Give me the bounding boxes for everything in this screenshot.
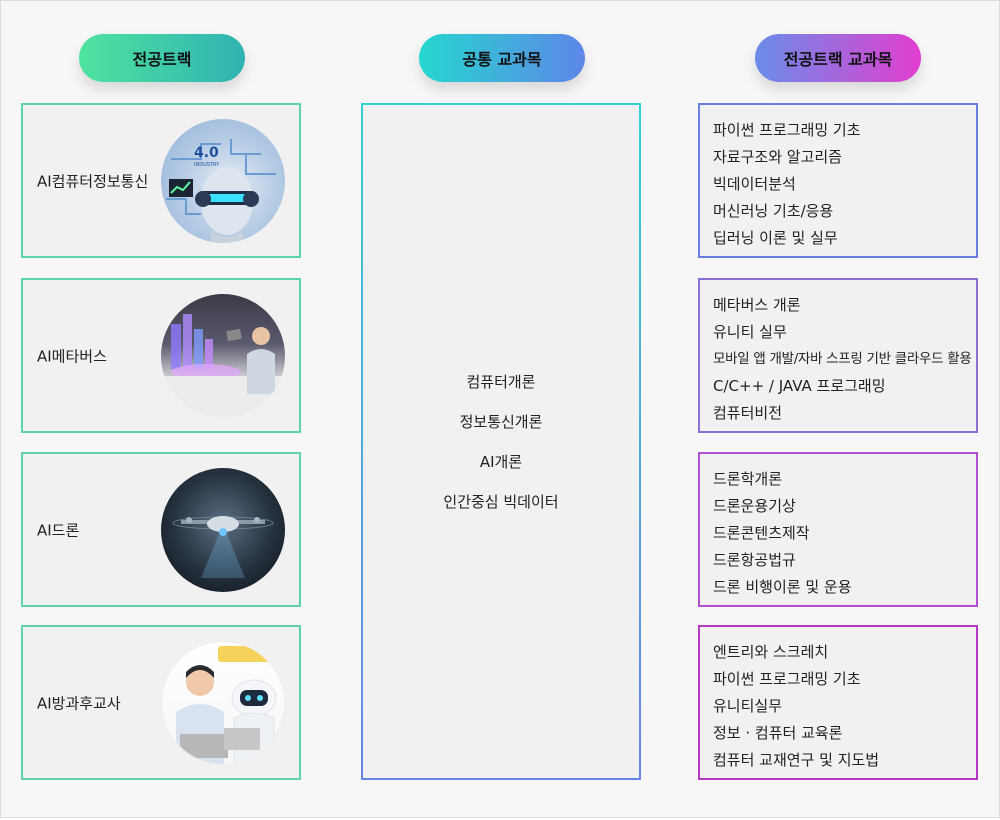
track-courses-list-3: 드론학개론 드론운용기상 드론콘텐츠제작 드론항공법규 드론 비행이론 및 운용: [698, 452, 978, 607]
badge-industry-label: INDUSTRY: [194, 162, 220, 168]
course-item: 유니티실무: [713, 697, 783, 715]
course-item: 컴퓨터비전: [713, 404, 783, 422]
track-label: AI메타버스: [37, 347, 107, 365]
course-item: 드론학개론: [713, 470, 783, 488]
track-label: AI드론: [37, 521, 80, 539]
track-courses-list-2: 메타버스 개론 유니티 실무 모바일 앱 개발/자바 스프링 기반 클라우드 활…: [698, 278, 978, 433]
track-label: AI방과후교사: [37, 694, 121, 712]
track-card-ai-computer: AI컴퓨터정보통신 4.0 INDUSTRY: [21, 103, 301, 258]
track-card-ai-drone: AI드론: [21, 452, 301, 607]
badge-40-label: 4.0: [194, 145, 219, 161]
course-item: 엔트리와 스크레치: [713, 643, 829, 661]
course-item: 유니티 실무: [713, 323, 787, 341]
course-item: 드론 비행이론 및 운용: [713, 578, 852, 596]
course-item: C/C++ / JAVA 프로그래밍: [713, 377, 886, 395]
course-item: 모바일 앱 개발/자바 스프링 기반 클라우드 활용: [713, 351, 972, 367]
metaverse-image: [161, 293, 285, 418]
course-item: 드론콘텐츠제작: [713, 524, 810, 542]
teacher-robot-image: [161, 640, 285, 765]
common-course-item: AI개론: [479, 452, 523, 471]
course-item: 파이썬 프로그래밍 기초: [713, 670, 861, 688]
track-label: AI컴퓨터정보통신: [37, 172, 149, 190]
course-item: 메타버스 개론: [713, 296, 801, 314]
common-course-item: 인간중심 빅데이터: [443, 492, 559, 511]
track-card-ai-afterschool: AI방과후교사: [21, 625, 301, 780]
header-major-track: 전공트랙: [79, 34, 245, 82]
course-item: 드론운용기상: [713, 497, 796, 515]
course-item: 컴퓨터 교재연구 및 지도법: [713, 751, 880, 769]
track-card-ai-metaverse: AI메타버스: [21, 278, 301, 433]
ai-robot-image: 4.0 INDUSTRY: [161, 118, 285, 243]
track-courses-list-4: 엔트리와 스크레치 파이썬 프로그래밍 기초 유니티실무 정보 · 컴퓨터 교육…: [698, 625, 978, 780]
header-common-courses: 공통 교과목: [419, 34, 585, 82]
course-item: 빅데이터분석: [713, 175, 796, 193]
course-item: 정보 · 컴퓨터 교육론: [713, 724, 843, 742]
course-item: 딥러닝 이론 및 실무: [713, 229, 838, 247]
course-item: 드론항공법규: [713, 551, 796, 569]
course-item: 머신러닝 기초/응용: [713, 202, 834, 220]
track-courses-list-1: 파이썬 프로그래밍 기초 자료구조와 알고리즘 빅데이터분석 머신러닝 기초/응…: [698, 103, 978, 258]
header-track-courses: 전공트랙 교과목: [755, 34, 921, 82]
course-item: 파이썬 프로그래밍 기초: [713, 121, 861, 139]
course-item: 자료구조와 알고리즘: [713, 148, 842, 166]
drone-image: [161, 467, 285, 592]
common-course-item: 컴퓨터개론: [466, 372, 536, 391]
common-courses-panel: 컴퓨터개론 정보통신개론 AI개론 인간중심 빅데이터: [361, 103, 641, 780]
common-course-item: 정보통신개론: [459, 412, 543, 431]
